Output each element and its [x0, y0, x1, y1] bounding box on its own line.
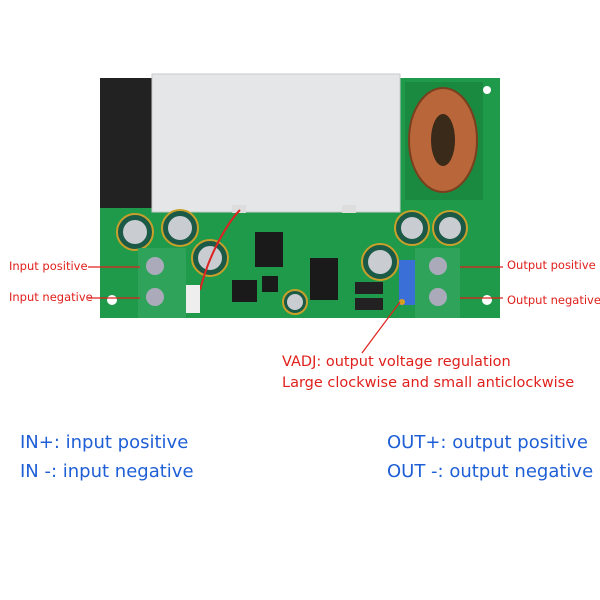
label-output-negative: Output negative: [507, 293, 600, 307]
fan: [100, 78, 155, 208]
vadj-description: VADJ: output voltage regulation: [282, 354, 511, 370]
vadj-direction: Large clockwise and small anticlockwise: [282, 375, 575, 391]
legend-in-minus: IN -: input negative: [20, 461, 194, 482]
vadj-potentiometer: [399, 260, 415, 305]
ics: [232, 232, 338, 302]
shunt-resistor: [355, 282, 383, 294]
legend-in-plus: IN+: input positive: [20, 432, 189, 453]
annotation-lines: [88, 266, 503, 354]
input-terminal-block: [138, 248, 186, 318]
output-terminal-block: [415, 248, 460, 318]
label-input-positive: Input positive: [9, 259, 88, 273]
legend-out-minus: OUT -: output negative: [387, 461, 594, 482]
label-output-positive: Output positive: [507, 258, 596, 272]
heatsink: [151, 73, 401, 213]
legend-out-plus: OUT+: output positive: [387, 432, 588, 453]
label-input-negative: Input negative: [9, 290, 93, 304]
